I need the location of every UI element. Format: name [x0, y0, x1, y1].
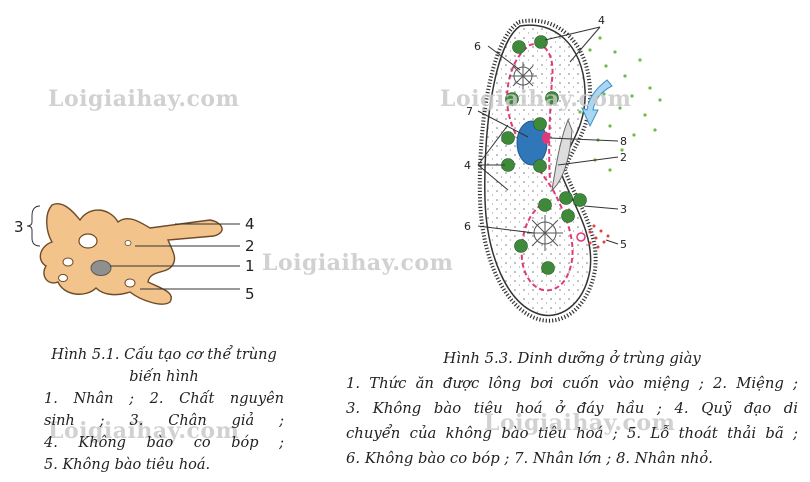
caption-line: 5. Không bào tiêu hoá.	[44, 457, 211, 473]
label-3: 3	[620, 203, 627, 216]
food-flow-arrow	[581, 79, 613, 128]
caption-title: Hình 5.1. Cấu tạo cơ thể trùng biến hình	[51, 347, 277, 385]
food-particles	[578, 36, 662, 172]
micronucleus	[542, 132, 550, 144]
oral-groove	[551, 118, 573, 192]
pseudopod-brace	[26, 205, 41, 247]
food-vacuole	[124, 278, 136, 288]
label-4: 4	[245, 215, 255, 233]
nucleus	[90, 260, 112, 276]
label-6-bottom: 6	[464, 220, 471, 233]
label-2: 2	[620, 151, 627, 164]
caption-line: 1. Nhân ; 2. Chất nguyên	[44, 391, 284, 407]
figure-5-1-caption: Hình 5.1. Cấu tạo cơ thể trùng biến hình…	[44, 344, 284, 476]
label-3: 3	[14, 218, 24, 236]
label-5: 5	[245, 285, 255, 303]
watermark: Loigiaihay.com	[48, 86, 240, 112]
label-4-left: 4	[464, 159, 471, 172]
food-vacuoles	[501, 35, 587, 275]
amoeba-body	[39, 203, 223, 305]
caption-line: 3. Không bào tiêu hoá ở đáy hầu ; 4. Quỹ…	[346, 400, 798, 417]
label-4-top: 4	[598, 14, 605, 27]
watermark: Loigiaihay.com	[484, 410, 676, 436]
waste-particles	[588, 224, 610, 249]
watermark: Loigiaihay.com	[440, 86, 632, 112]
label-1: 1	[245, 257, 255, 275]
caption-line: 4. Không bào co bóp ;	[44, 435, 284, 451]
caption-line: sinh ; 3. Chân giả ;	[44, 413, 284, 429]
food-vacuole	[124, 240, 132, 246]
label-2: 2	[245, 237, 255, 255]
label-7: 7	[466, 105, 473, 118]
watermark: Loigiaihay.com	[48, 418, 240, 444]
watermark: Loigiaihay.com	[262, 250, 454, 276]
caption-line: chuyển của không bào tiêu hoá ; 5. Lỗ th…	[346, 425, 798, 442]
caption-title: Hình 5.3. Dinh dưỡng ở trùng giày	[443, 350, 701, 367]
label-8: 8	[620, 135, 627, 148]
leader-lines	[477, 26, 619, 245]
contractile-vacuole	[78, 233, 98, 249]
figure-5-3-caption: Hình 5.3. Dinh dưỡng ở trùng giày 1. Thứ…	[346, 346, 798, 471]
vacuole-trajectory	[506, 43, 574, 292]
food-vacuole	[62, 257, 74, 267]
caption-line: 6. Không bào co bóp ; 7. Nhân lớn ; 8. N…	[346, 450, 714, 467]
contractile-vacuole-top	[509, 62, 537, 90]
label-5: 5	[620, 238, 627, 251]
label-6-top: 6	[474, 40, 481, 53]
anal-pore	[576, 232, 586, 242]
cilia-fringe	[477, 18, 598, 323]
food-vacuole	[58, 273, 68, 283]
caption-line: 1. Thức ăn được lông bơi cuốn vào miệng …	[346, 375, 798, 392]
